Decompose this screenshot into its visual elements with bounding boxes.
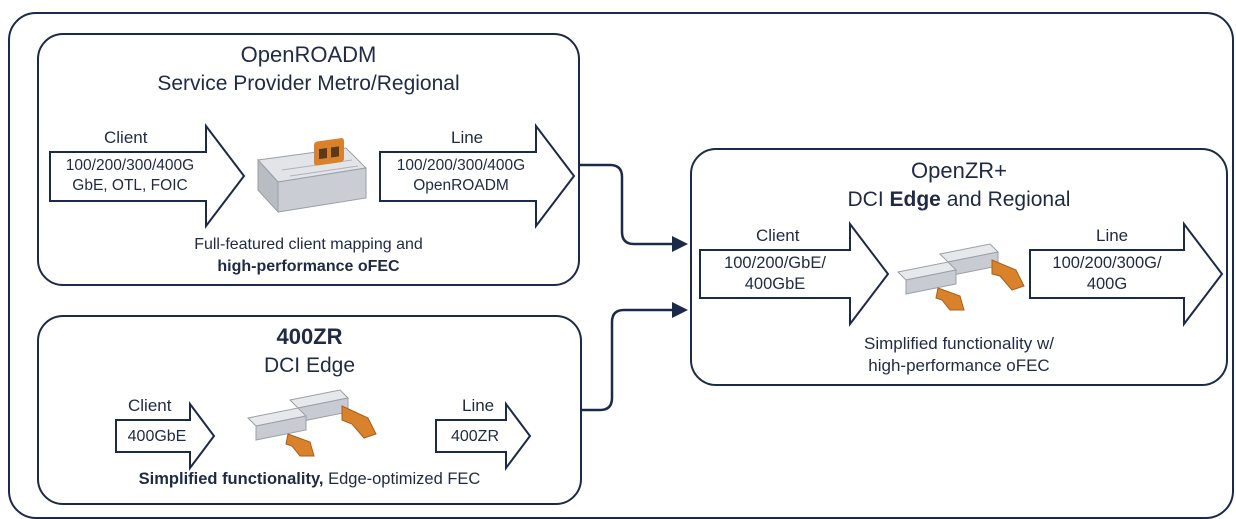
openroadm-title: OpenROADM bbox=[240, 42, 377, 67]
openzr-client-rate: 100/200/GbE/ bbox=[724, 254, 826, 272]
openzr-subtitle-bold: Edge bbox=[889, 188, 941, 211]
openzr-caption-line2: high-performance oFEC bbox=[868, 356, 1050, 375]
openzr-line-rate: 100/200/300G/ bbox=[1052, 254, 1162, 272]
openzr-client-type: 400GbE bbox=[744, 275, 806, 293]
zr400-client-label: Client bbox=[128, 396, 172, 415]
openroadm-client-types: GbE, OTL, FOIC bbox=[72, 177, 188, 194]
zr400-line-value: 400ZR bbox=[450, 428, 500, 445]
zr400-caption-bold: Simplified functionality, bbox=[138, 470, 324, 488]
openzr-subtitle-pre: DCI bbox=[847, 188, 890, 211]
zr400-caption: Simplified functionality, Edge-optimized… bbox=[37, 470, 582, 489]
openroadm-caption-line2: high-performance oFEC bbox=[217, 258, 400, 275]
openroadm-client-rate: 100/200/300/400G bbox=[65, 157, 195, 174]
openroadm-line-rate: 100/200/300/400G bbox=[396, 157, 526, 174]
openzr-title: OpenZR+ bbox=[911, 158, 1007, 183]
zr400-caption-rest: Edge-optimized FEC bbox=[323, 470, 481, 488]
openzr-subtitle: DCI Edge and Regional bbox=[690, 188, 1228, 212]
openroadm-subtitle: Service Provider Metro/Regional bbox=[157, 72, 460, 95]
openroadm-caption-line1: Full-featured client mapping and bbox=[194, 236, 423, 253]
openzr-line-type: 400G bbox=[1086, 275, 1128, 293]
zr400-title: 400ZR bbox=[276, 324, 343, 349]
openroadm-line-type: OpenROADM bbox=[413, 177, 509, 194]
openzr-caption-line1: Simplified functionality w/ bbox=[864, 334, 1054, 353]
connector-arrowhead-1 bbox=[672, 236, 688, 252]
connector-arrowhead-2 bbox=[672, 302, 688, 318]
zr400-line-label: Line bbox=[462, 396, 495, 415]
zr400-client-value: 400GbE bbox=[127, 428, 187, 445]
zr400-subtitle: DCI Edge bbox=[263, 354, 356, 377]
openzr-line-label: Line bbox=[1096, 226, 1129, 245]
connector-400zr-to-openzr bbox=[578, 308, 672, 412]
openroadm-line-label: Line bbox=[451, 128, 484, 147]
openroadm-client-label: Client bbox=[104, 128, 148, 147]
openzr-client-label: Client bbox=[756, 226, 800, 245]
openzr-subtitle-post: and Regional bbox=[940, 188, 1071, 211]
connector-openroadm-to-openzr bbox=[576, 163, 672, 246]
